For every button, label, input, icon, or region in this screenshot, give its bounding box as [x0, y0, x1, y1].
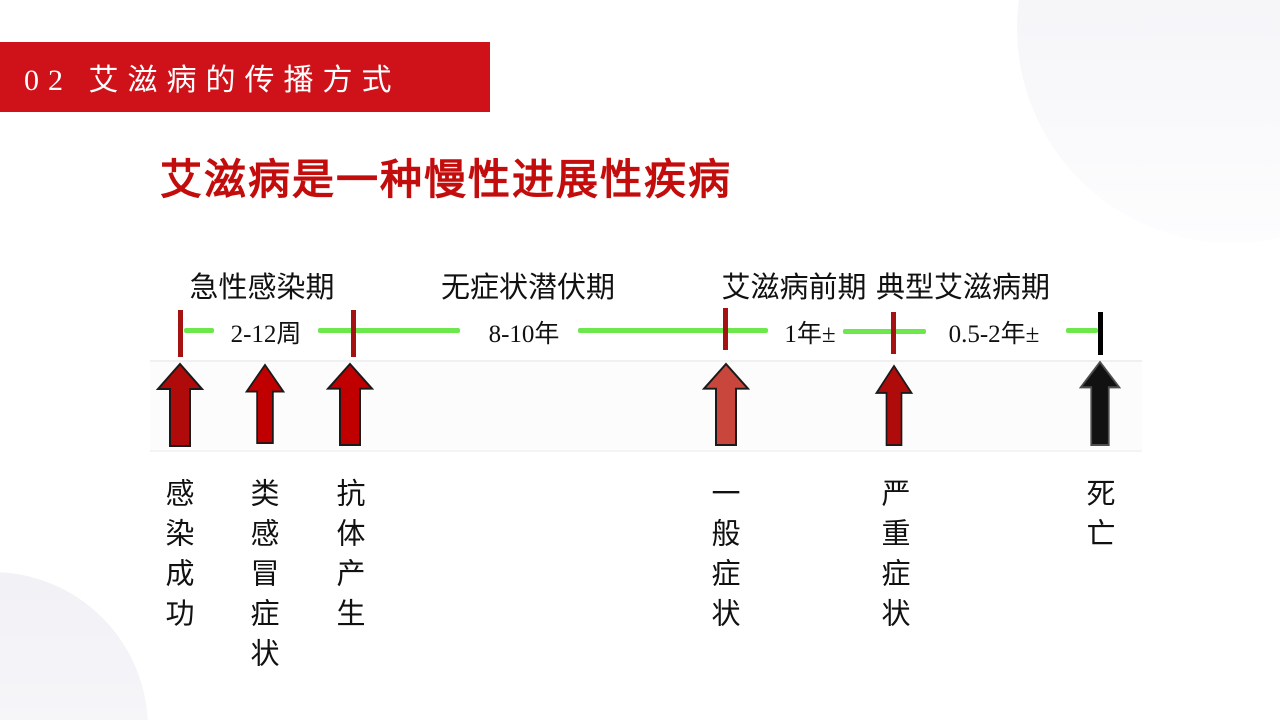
event-label-infection-success: 感染成功 — [161, 478, 193, 638]
duration-typical-aids: 0.5-2年± — [948, 321, 1040, 348]
section-banner: 02 艾滋病的传播方式 — [0, 42, 490, 112]
axis-segment — [578, 328, 768, 333]
phase-label-asymptomatic-latency: 无症状潜伏期 — [440, 272, 616, 304]
arrow-antibody-production-icon — [326, 362, 374, 447]
arrow-general-symptoms-icon — [702, 362, 750, 447]
axis-segment — [318, 328, 460, 333]
phase-label-acute-infection: 急性感染期 — [189, 272, 335, 304]
duration-acute: 2-12周 — [230, 321, 302, 348]
section-banner-label: 02 艾滋病的传播方式 — [24, 64, 401, 97]
timeline-tick-infection — [178, 310, 183, 357]
decorative-circle-bottom-left — [0, 572, 148, 720]
axis-segment — [1066, 328, 1098, 333]
arrow-severe-symptoms-icon — [874, 364, 914, 447]
timeline-tick-general-symptoms — [723, 308, 728, 350]
page-title: 艾滋病是一种慢性进展性疾病 — [160, 158, 733, 204]
duration-pre-aids: 1年± — [784, 321, 836, 348]
arrow-death-icon — [1079, 360, 1121, 446]
event-label-general-symptoms: 一般症状 — [707, 478, 739, 638]
decorative-circle-top-right — [1017, 0, 1280, 243]
timeline-tick-severe-symptoms — [891, 312, 896, 354]
timeline-band — [150, 360, 1142, 452]
timeline-tick-death — [1098, 312, 1103, 355]
phase-label-typical-aids: 典型艾滋病期 — [875, 272, 1051, 304]
event-label-severe-symptoms: 严重症状 — [877, 478, 909, 638]
duration-latency: 8-10年 — [488, 321, 560, 348]
phase-label-pre-aids: 艾滋病前期 — [721, 272, 867, 304]
arrow-flu-like-symptoms-icon — [244, 363, 286, 445]
axis-segment — [184, 328, 214, 333]
event-label-antibody-production: 抗体产生 — [332, 478, 364, 638]
event-label-death: 死亡 — [1082, 478, 1114, 558]
event-label-flu-like-symptoms: 类感冒症状 — [246, 478, 278, 678]
timeline-tick-antibody — [351, 310, 356, 357]
axis-segment — [843, 329, 926, 334]
arrow-infection-success-icon — [156, 362, 204, 447]
